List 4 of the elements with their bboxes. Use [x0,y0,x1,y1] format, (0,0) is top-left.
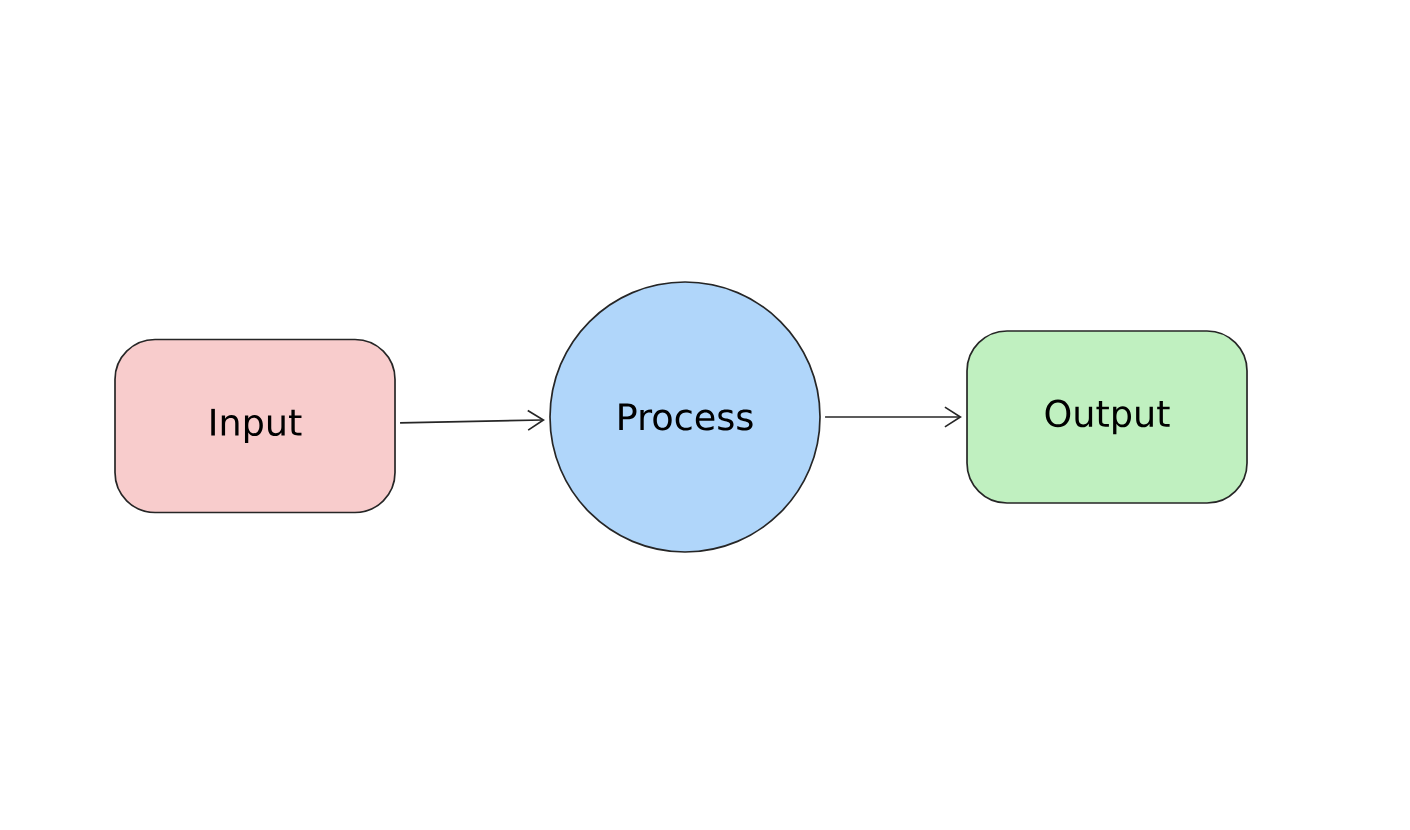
arrow [399,409,545,431]
process-box: Output [966,330,1248,504]
arrow [824,406,962,428]
process-box: Input [114,338,396,514]
